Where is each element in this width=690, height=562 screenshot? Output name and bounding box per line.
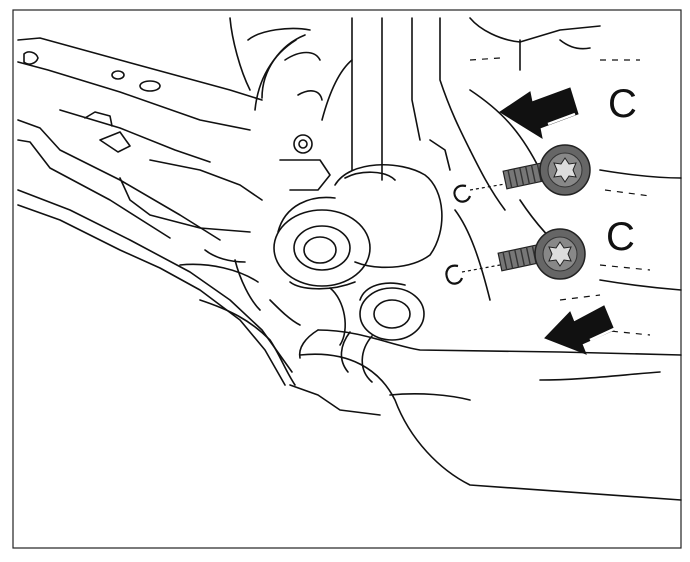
lower-links — [179, 249, 381, 416]
chassis-bracket — [17, 37, 293, 386]
upper-hole — [453, 183, 506, 203]
vertical-strut — [321, 17, 471, 181]
intake-housing — [229, 17, 331, 191]
lower-torx-bolt-icon — [497, 228, 586, 280]
lower-hole — [445, 264, 501, 285]
callout-label-lower: C — [606, 215, 635, 259]
mounting-holes — [445, 183, 506, 285]
upper-arrow-icon — [499, 87, 581, 140]
hidden-lines — [469, 57, 651, 336]
lower-arrow-icon — [544, 305, 621, 355]
lower-ring — [329, 282, 425, 346]
bushing-mount — [273, 163, 443, 290]
callout-label-upper: C — [608, 82, 637, 126]
sway-bar — [298, 329, 682, 501]
line-drawing — [17, 17, 682, 501]
upper-torx-bolt-icon — [502, 144, 591, 196]
